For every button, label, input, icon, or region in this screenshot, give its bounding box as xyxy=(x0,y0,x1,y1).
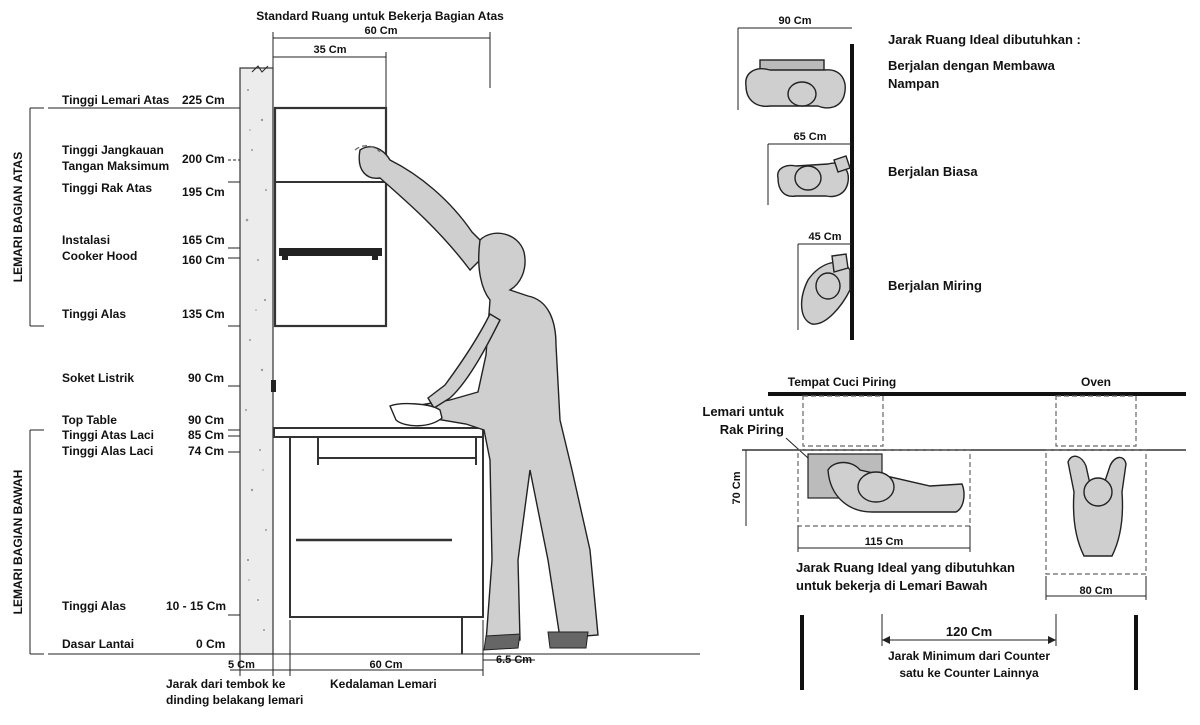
power-socket-icon xyxy=(271,380,276,392)
dim-80cm: 80 Cm xyxy=(1079,585,1112,597)
upper-bracket: LEMARI BAGIAN ATAS xyxy=(11,107,44,327)
floor-plan: Tempat Cuci Piring Oven Lemari untuk Rak… xyxy=(702,375,1186,690)
dim-35-top: 35 Cm xyxy=(273,44,387,108)
work-area-outline xyxy=(797,449,971,527)
walking-space: Jarak Ruang Ideal dibutuhkan : 90 Cm Ber… xyxy=(737,15,1081,340)
dim-6-5cm: 6.5 Cm xyxy=(496,654,532,666)
oven-outline xyxy=(1055,395,1137,447)
walking-tray-1: Berjalan dengan Membawa xyxy=(888,58,1056,73)
height-value: 85 Cm xyxy=(188,428,224,442)
rack-label-2: Rak Piring xyxy=(720,422,784,437)
height-value: 90 Cm xyxy=(188,371,224,385)
plate-icon xyxy=(389,402,443,427)
rack-label-1: Lemari untuk xyxy=(702,404,784,419)
height-label: Tinggi Alas xyxy=(62,599,126,613)
person-standing-icon xyxy=(1067,455,1127,557)
oven-label: Oven xyxy=(1081,375,1111,389)
dim-45cm: 45 Cm xyxy=(808,231,841,243)
top-title: Standard Ruang untuk Bekerja Bagian Atas xyxy=(256,9,504,23)
bottom-dimensions: 5 Cm 60 Cm 6.5 Cm Jarak dari tembok ke d… xyxy=(166,620,535,707)
sink-label: Tempat Cuci Piring xyxy=(788,375,896,389)
dim-90cm: 90 Cm xyxy=(778,15,811,27)
label-lower-cabinet: LEMARI BAGIAN BAWAH xyxy=(11,470,25,615)
height-label-line2: Cooker Hood xyxy=(62,249,137,263)
walking-normal: Berjalan Biasa xyxy=(888,164,978,179)
height-value: 200 Cm xyxy=(182,152,225,166)
dim-65cm: 65 Cm xyxy=(793,131,826,143)
lower-bracket: LEMARI BAGIAN BAWAH xyxy=(11,429,44,655)
height-value: 10 - 15 Cm xyxy=(166,599,226,613)
min-label-1: Jarak Minimum dari Counter xyxy=(888,649,1050,663)
min-label-2: satu ke Counter Lainnya xyxy=(899,666,1039,680)
height-value: 225 Cm xyxy=(182,93,225,107)
person-walking-icon xyxy=(777,155,851,198)
height-label: Tinggi Jangkauan xyxy=(62,143,164,157)
height-label: Instalasi xyxy=(62,233,110,247)
height-value: 195 Cm xyxy=(182,185,225,199)
work-label-1: Jarak Ruang Ideal yang dibutuhkan xyxy=(796,560,1015,575)
oven-work-outline xyxy=(1045,449,1147,575)
height-label: Tinggi Atas Laci xyxy=(62,428,154,442)
sink-outline xyxy=(802,395,884,447)
height-value: 74 Cm xyxy=(188,444,224,458)
cooker-hood xyxy=(279,248,382,256)
person-tray-icon xyxy=(745,59,846,109)
work-label-2: untuk bekerja di Lemari Bawah xyxy=(796,578,988,593)
height-label: Tinggi Lemari Atas xyxy=(62,93,170,107)
dim-60-top: 60 Cm xyxy=(272,25,491,88)
walking-tray-2: Nampan xyxy=(888,76,939,91)
height-label: Soket Listrik xyxy=(62,371,134,385)
height-label: Tinggi Rak Atas xyxy=(62,181,152,195)
dim-70cm: 70 Cm xyxy=(731,471,743,504)
depth-label: Kedalaman Lemari xyxy=(330,677,437,691)
svg-text:60 Cm: 60 Cm xyxy=(364,25,397,37)
height-value: 135 Cm xyxy=(182,307,225,321)
dim-5cm: 5 Cm xyxy=(228,659,255,671)
dim-60cm: 60 Cm xyxy=(369,659,402,671)
height-label: Top Table xyxy=(62,413,117,427)
wall-gap-label-2: dinding belakang lemari xyxy=(166,693,303,707)
dim-120cm: 120 Cm xyxy=(946,624,992,639)
height-labels: Tinggi Lemari Atas 225 Cm Tinggi Jangkau… xyxy=(62,93,226,651)
person-crouching-icon xyxy=(807,453,965,513)
person-side-view xyxy=(354,145,599,651)
wall-gap-label-1: Jarak dari tembok ke xyxy=(166,677,286,691)
wall xyxy=(239,65,276,655)
dim-115cm: 115 Cm xyxy=(865,536,904,548)
walking-title: Jarak Ruang Ideal dibutuhkan : xyxy=(888,32,1081,47)
lower-cabinet xyxy=(273,427,484,654)
height-value: 0 Cm xyxy=(196,637,225,651)
height-value: 165 Cm xyxy=(182,233,225,247)
walking-sideways: Berjalan Miring xyxy=(888,278,982,293)
person-sideways-icon xyxy=(801,253,851,325)
label-upper-cabinet: LEMARI BAGIAN ATAS xyxy=(11,152,25,282)
upper-cabinet xyxy=(273,106,388,328)
height-value: 90 Cm xyxy=(188,413,224,427)
svg-text:35 Cm: 35 Cm xyxy=(313,44,346,56)
height-label: Tinggi Alas Laci xyxy=(62,444,153,458)
height-label: Dasar Lantai xyxy=(62,637,134,651)
height-label-line2: Tangan Maksimum xyxy=(62,159,169,173)
height-label: Tinggi Alas xyxy=(62,307,126,321)
height-value-2: 160 Cm xyxy=(182,253,225,267)
